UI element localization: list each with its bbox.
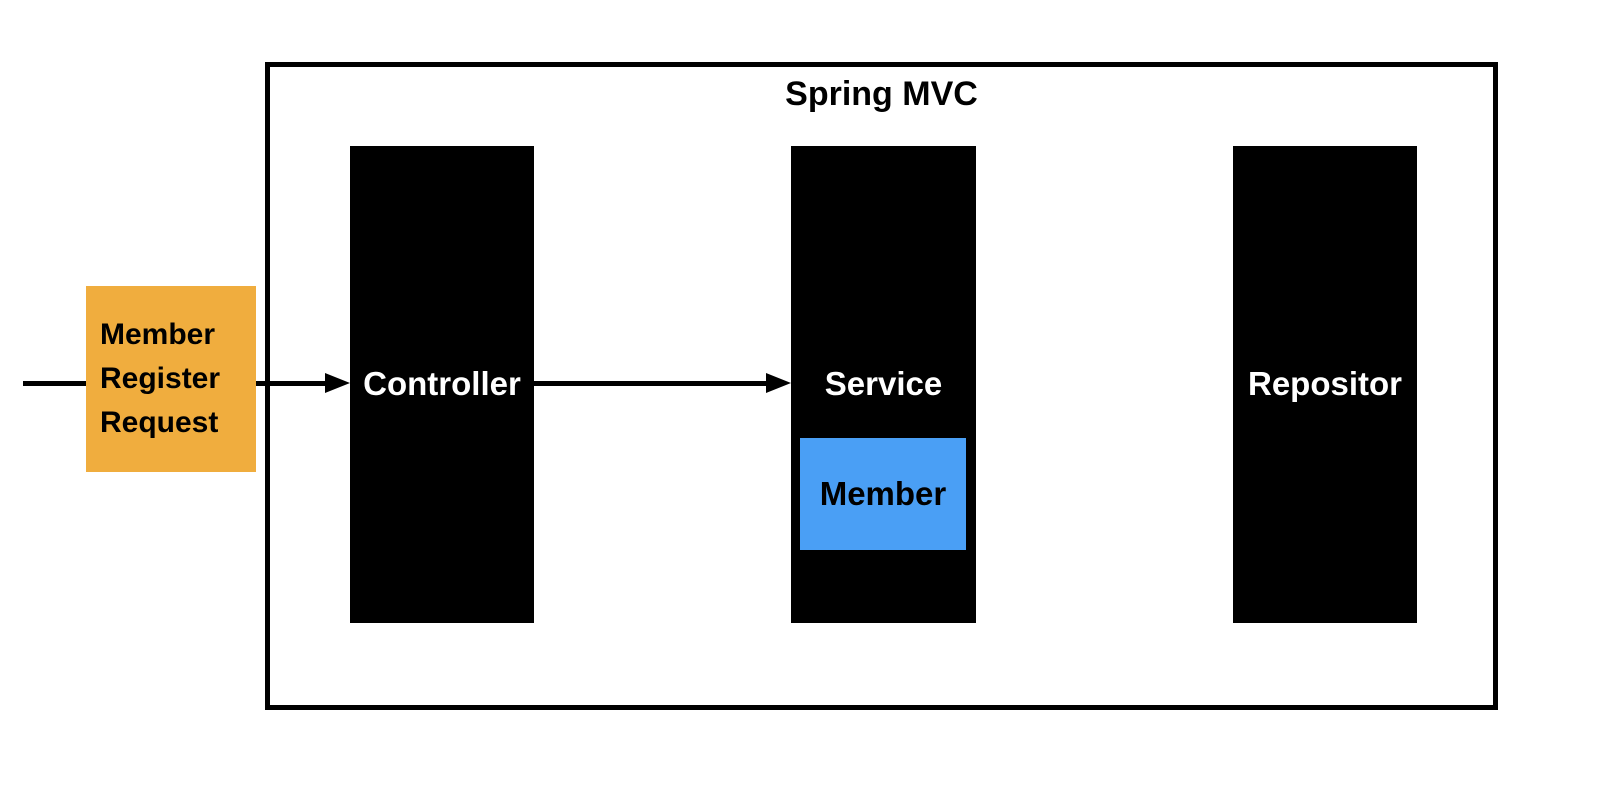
member-object-box: Member: [800, 438, 966, 550]
request-box-line: Register: [100, 362, 221, 395]
spring-mvc-frame: Spring MVC: [265, 62, 1498, 710]
member-register-request-box: Member Register Request: [86, 286, 256, 472]
request-box-line: Member: [100, 318, 216, 351]
member-object-label: Member: [819, 475, 947, 512]
request-box-line: Request: [100, 406, 219, 439]
incoming-request-arrow-head-icon: [325, 373, 350, 393]
service-label: Service: [824, 365, 943, 402]
repository-layer-box: Repositor: [1233, 146, 1417, 623]
service-layer-box: Service Member: [791, 146, 976, 623]
repository-label: Repositor: [1247, 365, 1402, 402]
spring-mvc-title: Spring MVC: [785, 75, 978, 113]
controller-label: Controller: [363, 365, 521, 402]
controller-to-service-arrow-head-icon: [766, 373, 791, 393]
controller-to-service-arrow-line: [534, 381, 768, 386]
controller-layer-box: Controller: [350, 146, 534, 623]
